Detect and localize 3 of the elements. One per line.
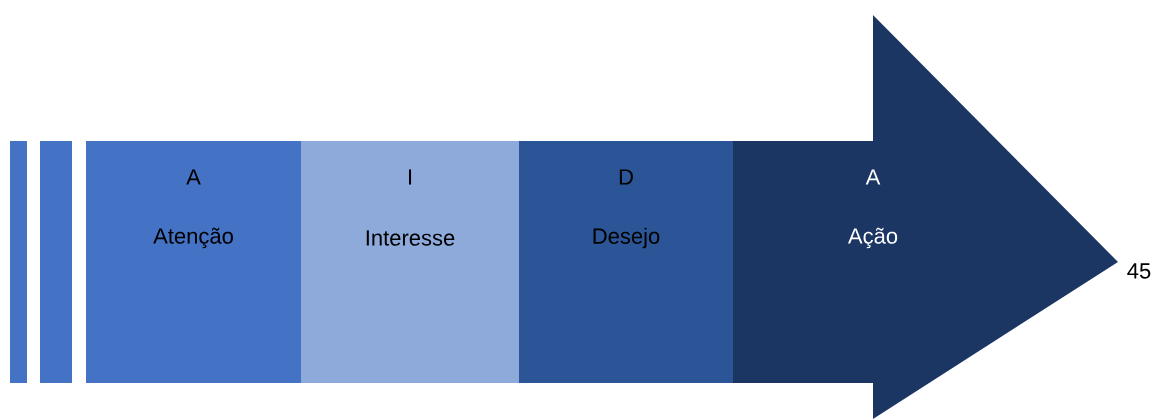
process-box: A Atenção [86, 141, 301, 383]
process-box: I Interesse [301, 141, 519, 383]
process-box: D Desejo [519, 141, 733, 383]
